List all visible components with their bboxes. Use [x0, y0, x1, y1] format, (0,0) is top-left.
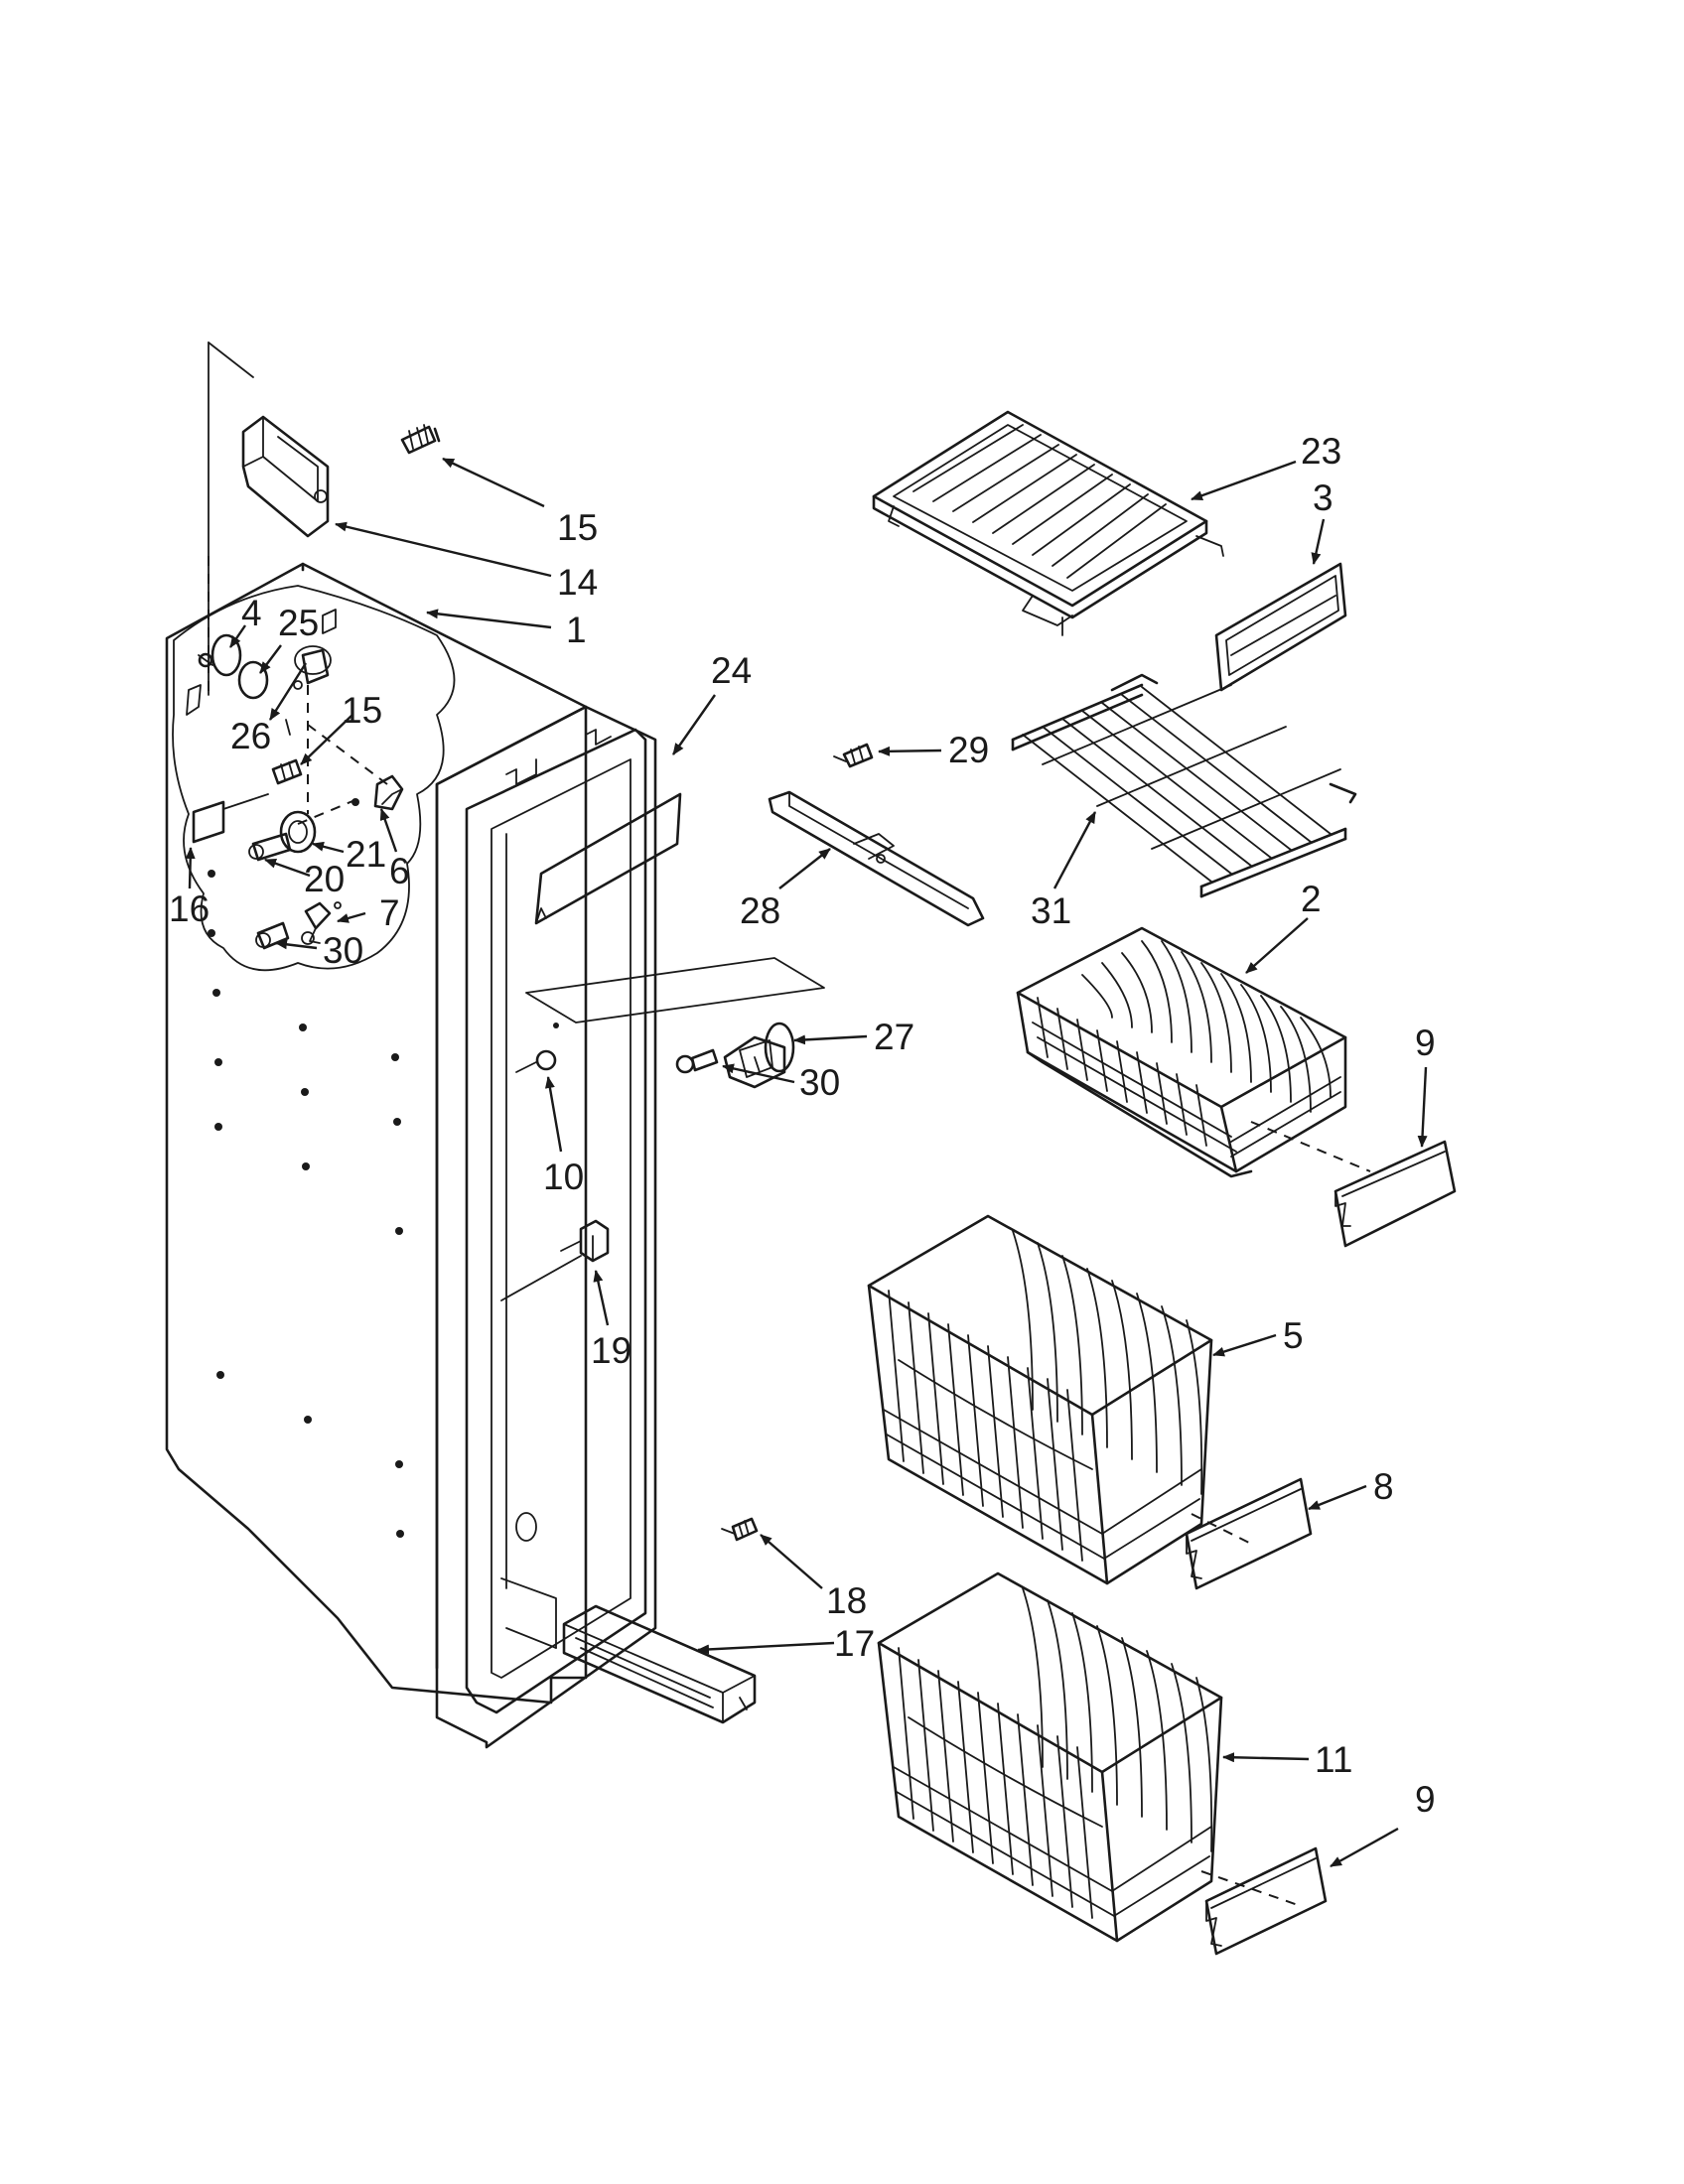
basket-part-2 — [1016, 926, 1371, 1178]
control-components — [186, 609, 404, 950]
duct-cover-part-24 — [534, 792, 682, 925]
shelf-trim-part-3 — [1214, 562, 1347, 692]
callout-28: 28 — [740, 890, 780, 931]
freezer-liner — [165, 562, 657, 1749]
callout-25: 25 — [278, 603, 319, 643]
callout-6: 6 — [389, 851, 410, 891]
screw-part-29 — [833, 743, 874, 768]
callout-2: 2 — [1301, 879, 1322, 919]
callout-31: 31 — [1031, 890, 1071, 931]
callout-7: 7 — [379, 892, 400, 933]
basket-front-part-9-top — [1333, 1140, 1457, 1248]
bracket-part-14 — [241, 415, 330, 538]
screw-part-30-right — [675, 1048, 719, 1074]
callout-29: 29 — [948, 730, 989, 770]
basket-part-11 — [877, 1571, 1302, 1943]
callout-30-left: 30 — [323, 930, 363, 971]
basket-part-5 — [867, 1214, 1252, 1585]
callout-27: 27 — [874, 1017, 914, 1057]
callout-5: 5 — [1283, 1315, 1304, 1356]
screw-part-10 — [515, 1049, 557, 1073]
callout-1: 1 — [566, 610, 587, 650]
rail-part-28 — [768, 790, 985, 927]
damper-part-27 — [525, 957, 825, 1089]
callout-30-right: 30 — [799, 1062, 840, 1103]
wire-shelf-part-31 — [1011, 673, 1357, 898]
liner-mounting-holes — [208, 870, 404, 1538]
screw-part-18 — [721, 1517, 759, 1542]
callout-18: 18 — [826, 1580, 867, 1621]
callout-24: 24 — [711, 650, 752, 691]
callout-3: 3 — [1313, 478, 1333, 518]
callout-26: 26 — [230, 716, 271, 756]
callout-14: 14 — [557, 562, 598, 603]
callout-20: 20 — [304, 859, 345, 899]
callout-11: 11 — [1315, 1739, 1352, 1780]
callout-10: 10 — [543, 1157, 584, 1197]
callout-15-top: 15 — [557, 507, 598, 548]
callout-19: 19 — [591, 1330, 632, 1371]
callout-9-bottom: 9 — [1415, 1779, 1436, 1820]
basket-front-part-8 — [1185, 1477, 1313, 1590]
callout-8: 8 — [1373, 1466, 1394, 1507]
callout-23: 23 — [1301, 431, 1341, 472]
screw-part-15-top — [400, 424, 441, 455]
callout-15-mid: 15 — [342, 690, 382, 731]
callout-labels: 15 14 1 4 25 26 15 6 21 20 16 7 30 24 10… — [169, 431, 1436, 1820]
switch-part-19 — [560, 1219, 610, 1263]
callout-16: 16 — [169, 888, 210, 929]
callout-4: 4 — [241, 593, 262, 633]
basket-front-part-9-bottom — [1204, 1846, 1328, 1956]
leader-arrows — [185, 457, 1428, 1868]
kick-plate-part-17 — [562, 1604, 757, 1724]
callout-21: 21 — [346, 834, 386, 875]
callout-17: 17 — [834, 1623, 875, 1664]
callout-9-top: 9 — [1415, 1023, 1436, 1063]
shelf-part-23 — [872, 410, 1224, 636]
